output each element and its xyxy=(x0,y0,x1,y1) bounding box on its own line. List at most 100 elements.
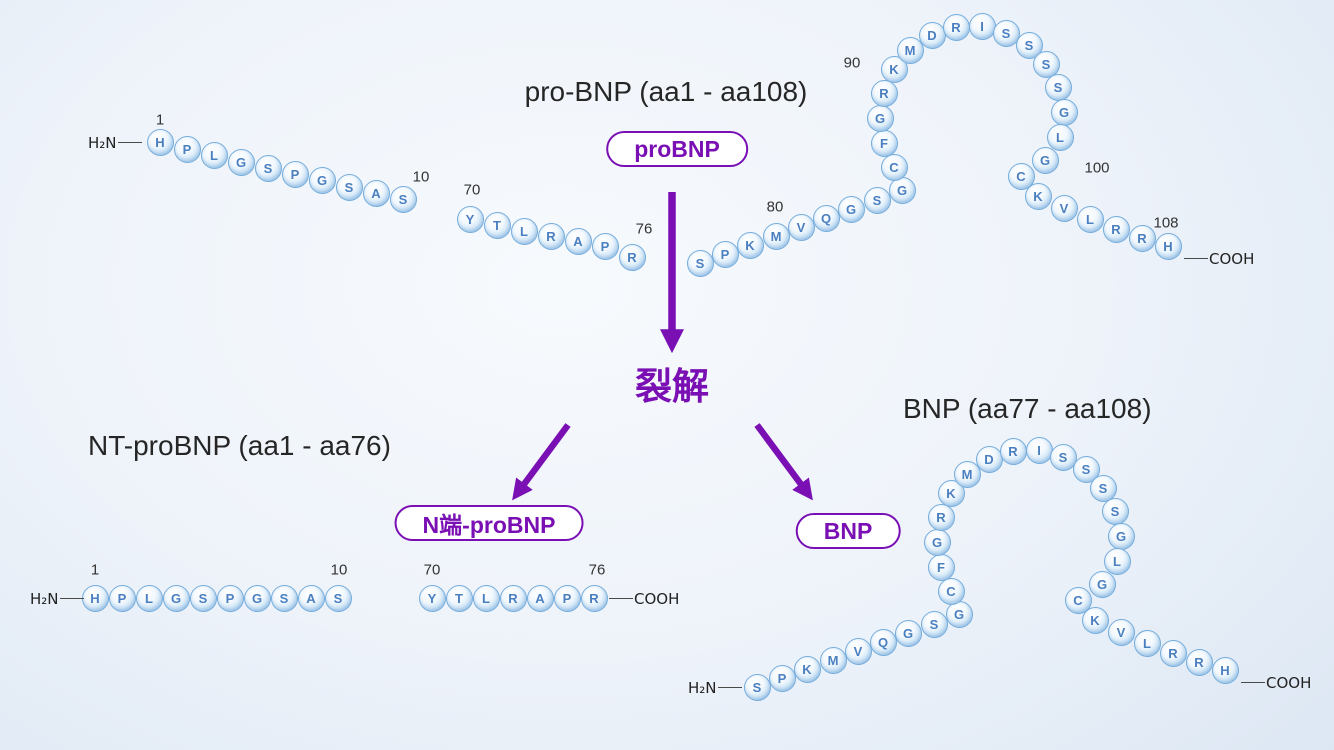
amino-acid-bead: C xyxy=(937,577,965,605)
terminus-text: H₂N xyxy=(688,678,717,697)
amino-acid-bead: L xyxy=(1076,205,1104,233)
amino-acid-bead: L xyxy=(135,584,163,612)
amino-acid-bead: P xyxy=(711,240,739,268)
amino-acid-bead: S xyxy=(335,173,363,201)
amino-acid-bead: K xyxy=(793,655,821,683)
amino-acid-bead: S xyxy=(992,19,1020,47)
terminus-text: H₂N xyxy=(30,589,59,608)
amino-acid-bead: Y xyxy=(418,584,446,612)
amino-acid-bead: G xyxy=(888,176,916,204)
amino-acid-bead: P xyxy=(553,584,581,612)
amino-acid-bead: L xyxy=(472,584,500,612)
amino-acid-bead: A xyxy=(526,584,554,612)
amino-acid-bead: R xyxy=(1185,648,1213,676)
amino-acid-bead: T xyxy=(483,211,511,239)
amino-acid-bead: G xyxy=(243,584,271,612)
amino-acid-bead: Q xyxy=(869,628,897,656)
amino-acid-bead: D xyxy=(975,445,1003,473)
amino-acid-bead: G xyxy=(923,528,951,556)
terminus-text: H₂N xyxy=(88,133,117,152)
carboxyl-terminus-label: COOH xyxy=(608,589,680,608)
amino-acid-bead: S xyxy=(324,584,352,612)
amino-acid-bead: R xyxy=(499,584,527,612)
residue-position-label: 10 xyxy=(330,561,348,579)
amino-acid-bead: A xyxy=(297,584,325,612)
terminus-text: COOH xyxy=(1209,249,1255,268)
amino-acid-bead: S xyxy=(1049,443,1077,471)
amino-acid-bead: S xyxy=(1044,73,1072,101)
amino-acid-bead: H xyxy=(1211,656,1239,684)
ntprobnp-title: NT-proBNP (aa1 - aa76) xyxy=(88,430,391,461)
residue-position-label: 80 xyxy=(766,198,784,216)
amino-acid-bead: R xyxy=(1159,639,1187,667)
amino-acid-bead: R xyxy=(618,243,646,271)
amino-acid-bead: C xyxy=(1064,586,1092,614)
amino-acid-bead: S xyxy=(743,673,771,701)
amino-acid-bead: R xyxy=(999,437,1027,465)
amino-acid-bead: P xyxy=(591,232,619,260)
amino-acid-bead: M xyxy=(896,36,924,64)
amino-acid-bead: P xyxy=(108,584,136,612)
amino-acid-bead: P xyxy=(216,584,244,612)
amino-acid-bead: I xyxy=(1025,436,1053,464)
amino-acid-bead: I xyxy=(968,12,996,40)
amino-acid-bead: G xyxy=(308,166,336,194)
amino-acid-bead: R xyxy=(1102,215,1130,243)
amino-acid-bead: H xyxy=(146,128,174,156)
amino-acid-bead: G xyxy=(837,195,865,223)
amino-acid-bead: K xyxy=(1081,606,1109,634)
residue-position-label: 76 xyxy=(635,220,653,238)
amino-acid-bead: G xyxy=(1088,570,1116,598)
amino-acid-bead: L xyxy=(1103,547,1131,575)
amino-acid-bead: K xyxy=(880,55,908,83)
amino-acid-bead: M xyxy=(953,460,981,488)
amino-acid-bead: K xyxy=(1024,182,1052,210)
amino-acid-bead: F xyxy=(927,553,955,581)
amino-acid-bead: H xyxy=(1154,232,1182,260)
amino-acid-bead: R xyxy=(537,222,565,250)
amino-acid-bead: S xyxy=(863,186,891,214)
terminus-text: COOH xyxy=(1266,673,1312,692)
probnp-badge-label: proBNP xyxy=(634,135,720,162)
cleavage-arrow-to-ntprobnp-icon xyxy=(512,423,571,501)
residue-position-label: 76 xyxy=(588,561,606,579)
amino-acid-bead: S xyxy=(189,584,217,612)
amino-acid-bead: S xyxy=(270,584,298,612)
amino-acid-bead: Y xyxy=(456,205,484,233)
amino-acid-bead: S xyxy=(686,249,714,277)
amino-acid-bead: A xyxy=(564,227,592,255)
amino-acid-bead: V xyxy=(1050,194,1078,222)
bnp-badge: BNP xyxy=(795,513,901,549)
amino-acid-bead: L xyxy=(200,141,228,169)
amino-acid-bead: G xyxy=(1050,98,1078,126)
amino-acid-bead: C xyxy=(880,153,908,181)
amino-acid-bead: M xyxy=(762,222,790,250)
terminus-text: COOH xyxy=(634,589,680,608)
amino-acid-bead: R xyxy=(870,79,898,107)
peptide-bond-line xyxy=(1241,681,1265,684)
carboxyl-terminus-label: COOH xyxy=(1240,673,1312,692)
ntprobnp-badge: N端-proBNP xyxy=(394,505,584,541)
residue-position-label: 1 xyxy=(90,561,100,579)
amino-acid-bead: G xyxy=(894,619,922,647)
amino-acid-bead: R xyxy=(927,503,955,531)
amino-acid-bead: P xyxy=(173,135,201,163)
amino-acid-bead: S xyxy=(920,610,948,638)
peptide-bond-line xyxy=(1184,257,1208,260)
peptide-bond-line xyxy=(117,141,142,144)
amino-acid-bead: R xyxy=(580,584,608,612)
residue-position-label: 70 xyxy=(463,181,481,199)
amino-acid-bead: R xyxy=(1128,224,1156,252)
amino-acid-bead: Q xyxy=(812,204,840,232)
probnp-title: pro-BNP (aa1 - aa108) xyxy=(524,76,808,107)
residue-position-label: 90 xyxy=(843,54,861,72)
amino-acid-bead: V xyxy=(844,637,872,665)
carboxyl-terminus-label: COOH xyxy=(1183,249,1255,268)
amino-acid-bead: S xyxy=(1089,474,1117,502)
amino-acid-bead: A xyxy=(362,179,390,207)
